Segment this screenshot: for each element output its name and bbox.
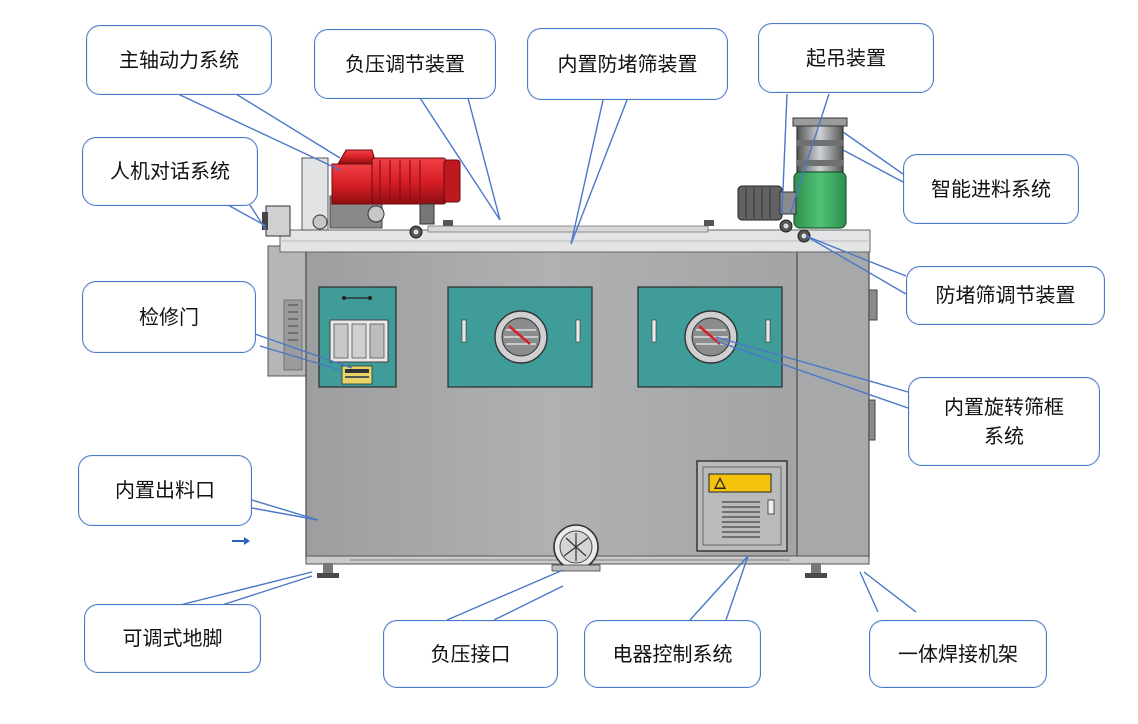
label-inspection-door: 检修门 — [82, 281, 256, 353]
label-hmi-system: 人机对话系统 — [82, 137, 258, 206]
spindle-motor — [301, 149, 461, 231]
label-smart-feeding: 智能进料系统 — [903, 154, 1079, 224]
label-adjustable-feet: 可调式地脚 — [84, 604, 261, 673]
screen-frame-panel-2 — [637, 286, 783, 388]
label-negative-pressure-adjust: 负压调节装置 — [314, 29, 496, 99]
smart-feeding-unit — [737, 117, 848, 243]
adjustable-feet — [317, 563, 827, 578]
label-outlet: 内置出料口 — [78, 455, 252, 526]
lid-handles — [409, 220, 714, 239]
arrow-mark-icon — [232, 537, 250, 545]
label-anti-clog-adjust: 防堵筛调节装置 — [906, 266, 1105, 325]
leader-lines — [177, 93, 917, 621]
negative-pressure-fan — [551, 524, 601, 572]
label-anti-clog-screen: 内置防堵筛装置 — [527, 28, 728, 100]
label-lifting-device: 起吊装置 — [758, 23, 934, 93]
hmi-box — [262, 205, 291, 237]
label-spindle-power: 主轴动力系统 — [86, 25, 272, 95]
inspection-door-panel — [318, 286, 397, 388]
label-negative-pressure-port: 负压接口 — [383, 620, 558, 688]
label-rotary-screen-frame: 内置旋转筛框 系统 — [908, 377, 1100, 466]
electrical-cabinet — [696, 460, 788, 552]
screen-frame-panel-1 — [447, 286, 593, 388]
label-electrical-control: 电器控制系统 — [584, 620, 761, 688]
right-side-fittings — [868, 289, 878, 441]
label-welded-frame: 一体焊接机架 — [869, 620, 1047, 688]
